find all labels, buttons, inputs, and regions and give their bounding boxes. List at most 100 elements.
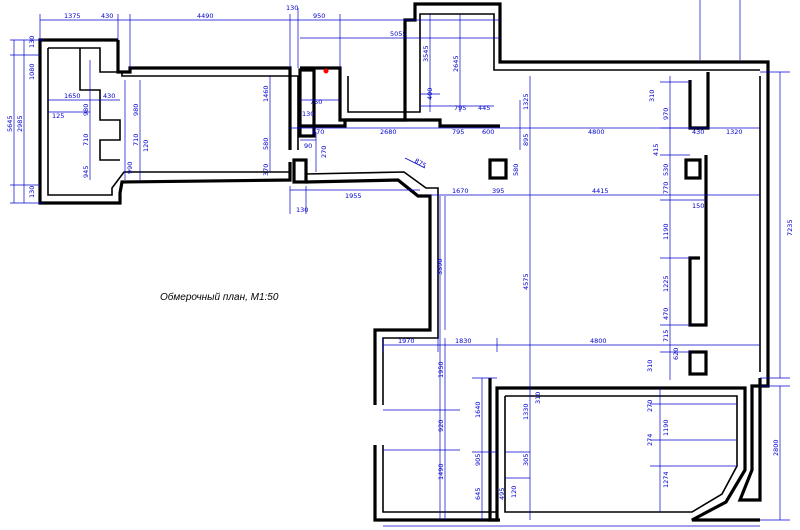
dim-low-1: 1970: [398, 337, 415, 345]
dim-low-6: 1330: [522, 403, 530, 420]
dim-top-4: 130: [286, 4, 298, 12]
dim-left-inner-10: 990: [126, 162, 134, 174]
column-right: [684, 158, 702, 180]
wall-right-partition-middle: [688, 155, 708, 327]
wall-south-west: [373, 445, 500, 522]
dim-mid-9: 470: [662, 308, 670, 320]
dimension-lines: [10, 0, 790, 527]
dim-west-6: 90: [304, 142, 312, 150]
dim-west-9: 2680: [380, 128, 397, 136]
dim-mid-3: 395: [492, 187, 504, 195]
dim-right-4: 4800: [588, 128, 605, 136]
dim-low-12: 1490: [437, 463, 445, 480]
dim-top-3: 4490: [197, 12, 214, 20]
dim-left-inner-2: 125: [52, 112, 64, 120]
dim-west-3: 370: [262, 164, 270, 176]
wall-west-window-jamb: [79, 48, 121, 161]
dim-low-2: 1830: [455, 337, 472, 345]
dim-left-inner-4: 980: [82, 104, 90, 116]
dim-west-2: 580: [262, 138, 270, 150]
wall-alcove-return: [300, 118, 500, 128]
dim-mid-12: 770: [662, 182, 670, 194]
dim-low-13: 645: [474, 488, 482, 500]
dim-mid-4: 4415: [592, 187, 609, 195]
dim-low-10: 905: [474, 454, 482, 466]
dim-left-5: 130: [28, 186, 36, 198]
dim-low-11: 305: [522, 454, 530, 466]
dim-mid-2: 1670: [452, 187, 469, 195]
dim-left-inner-7: 710: [132, 134, 140, 146]
dim-west-8: 670: [312, 128, 324, 136]
dim-alcove-7: 600: [482, 128, 494, 136]
dim-alcove-4: 795: [454, 104, 466, 112]
dim-west-10: 1955: [345, 192, 362, 200]
wall-right-partition-top: [688, 72, 710, 130]
dim-right-6: 970: [662, 108, 670, 120]
dim-west-7: 270: [320, 146, 328, 158]
dim-low-19: 1274: [662, 471, 670, 488]
column-right-lower: [688, 350, 708, 376]
dim-left-inner-5: 980: [132, 104, 140, 116]
dim-alcove-3: 400: [426, 88, 434, 100]
wall-bathroom-north: [488, 378, 760, 522]
dim-west-4: 750: [310, 98, 322, 106]
dim-left-inner-3: 430: [103, 92, 115, 100]
dim-top-5: 950: [313, 12, 325, 20]
dim-low-17: 274: [646, 434, 654, 446]
dim-right-12: 7235: [786, 219, 794, 236]
dim-left-1: 130: [28, 36, 36, 48]
dim-mid-1: 875: [413, 157, 428, 170]
dim-left-2: 1080: [28, 63, 36, 80]
column-middle: [488, 158, 508, 180]
dim-low-20: 2800: [772, 439, 780, 456]
dim-left-inner-8: 945: [82, 166, 90, 178]
dim-right-11: 150: [692, 202, 704, 210]
dim-low-7: 310: [534, 392, 542, 404]
dim-left-inner-6: 710: [82, 134, 90, 146]
dim-alcove-5: 445: [478, 104, 490, 112]
wall-west-room-top: [116, 40, 292, 150]
wall-west-room-outer: [38, 38, 292, 205]
dim-top-1: 1375: [64, 12, 81, 20]
dim-right-2: 895: [522, 134, 530, 146]
dim-top-6: 5055: [390, 30, 407, 38]
dim-alcove-2: 2645: [452, 55, 460, 72]
dim-right-1: 1325: [522, 93, 530, 110]
dim-low-16: 270: [646, 400, 654, 412]
wall-corridor-south-inner: [305, 171, 439, 405]
walls: [38, 2, 770, 522]
dim-west-11: 130: [296, 206, 308, 214]
wall-west-room-inner: [48, 47, 299, 150]
wall-bathroom-inner: [504, 395, 738, 513]
wall-west-room-inner-bottom: [47, 48, 290, 196]
dim-alcove-6: 795: [452, 128, 464, 136]
dim-west-1: 1460: [262, 85, 270, 102]
wall-south-west-inner: [382, 445, 496, 513]
dimension-labels: 1375 430 4490 130 950 5055 130 1080 5645…: [6, 4, 794, 500]
plan-title: Обмерочный план, М1:50: [160, 291, 279, 303]
column-corridor: [292, 158, 308, 184]
dim-right-5: 310: [648, 90, 656, 102]
dim-west-5: 130: [302, 110, 314, 118]
wall-alcove-inner: [347, 13, 760, 113]
dim-low-15: 120: [510, 486, 518, 498]
dim-low-8: 310: [646, 360, 654, 372]
dim-low-5: 1640: [474, 401, 482, 418]
dim-low-3: 4800: [590, 337, 607, 345]
dim-mid-6: 4575: [522, 273, 530, 290]
dim-left-4: 2985: [16, 115, 24, 132]
dim-right-8: 1320: [726, 128, 743, 136]
dim-top-2: 430: [101, 12, 113, 20]
wall-corridor-south: [305, 178, 432, 405]
wall-corridor-north: [300, 2, 770, 122]
dim-alcove-1: 3545: [422, 45, 430, 62]
dim-left-inner-1: 1650: [64, 92, 81, 100]
dim-left-inner-9: 120: [142, 140, 150, 152]
dim-mid-7: 1190: [662, 223, 670, 240]
dim-low-14: 495: [498, 488, 506, 500]
dim-mid-8: 1225: [662, 275, 670, 292]
dim-low-4: 1950: [437, 361, 445, 378]
red-marker: [323, 68, 329, 74]
dim-mid-5: 3590: [436, 258, 444, 275]
column-upper-left: [298, 68, 316, 138]
